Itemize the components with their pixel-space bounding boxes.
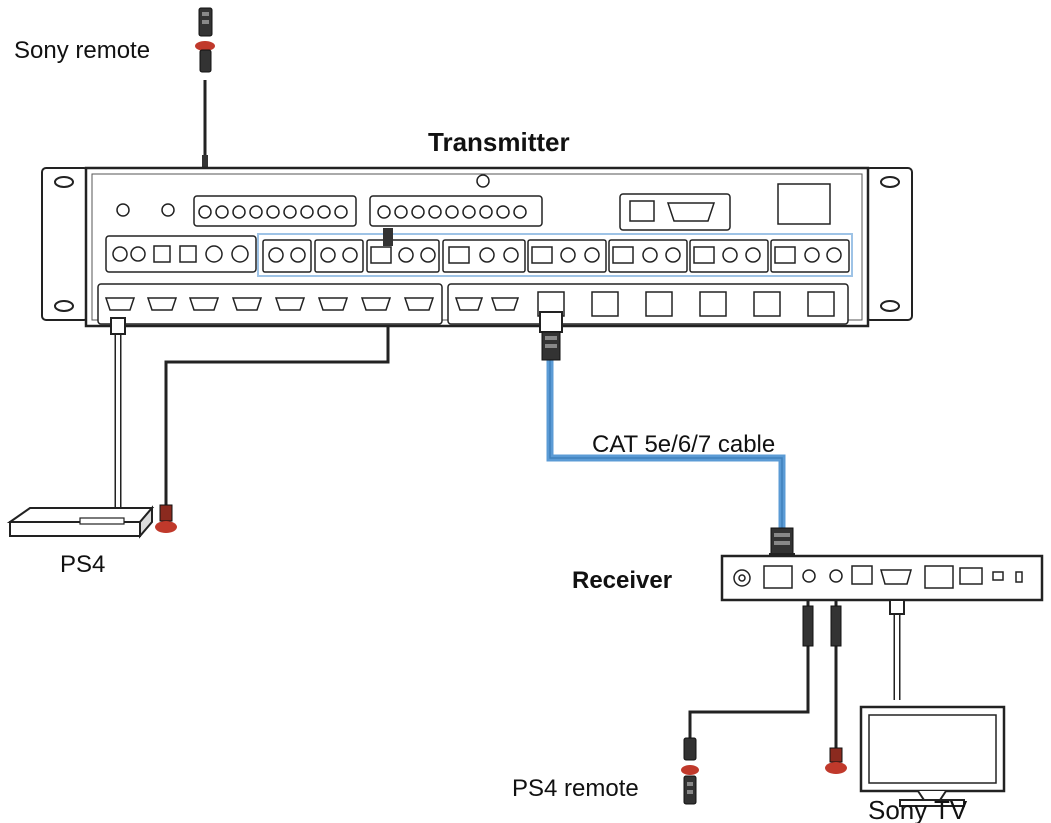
sony-tv [859, 705, 1006, 807]
cat-cable-edge [549, 360, 783, 530]
rx-ir-plug-out [802, 605, 814, 647]
cable-label: CAT 5e/6/7 cable [592, 431, 775, 458]
transmitter-unit [41, 166, 913, 328]
sony-tv-label: Sony TV [868, 795, 968, 823]
ps4-remote-ir-receiver [681, 737, 699, 805]
rx-ir-plug-in [830, 605, 842, 647]
tx-ir-plug [383, 228, 393, 246]
ir-cable-rx-ps4 [688, 600, 810, 740]
transmitter-label: Transmitter [428, 127, 570, 157]
ps4-console [6, 505, 155, 539]
ir-eye-ps4 [155, 504, 177, 533]
ps4-remote-label: PS4 remote [512, 775, 639, 802]
sony-remote-label: Sony remote [14, 37, 150, 64]
receiver-unit [720, 554, 1044, 602]
ps4-label: PS4 [60, 551, 105, 578]
tx-hdmi-plug [110, 317, 126, 335]
tx-rj45-plug [539, 311, 563, 361]
rx-hdmi-plug [889, 599, 905, 615]
ir-eye-rx [825, 747, 847, 774]
receiver-label: Receiver [572, 567, 672, 594]
